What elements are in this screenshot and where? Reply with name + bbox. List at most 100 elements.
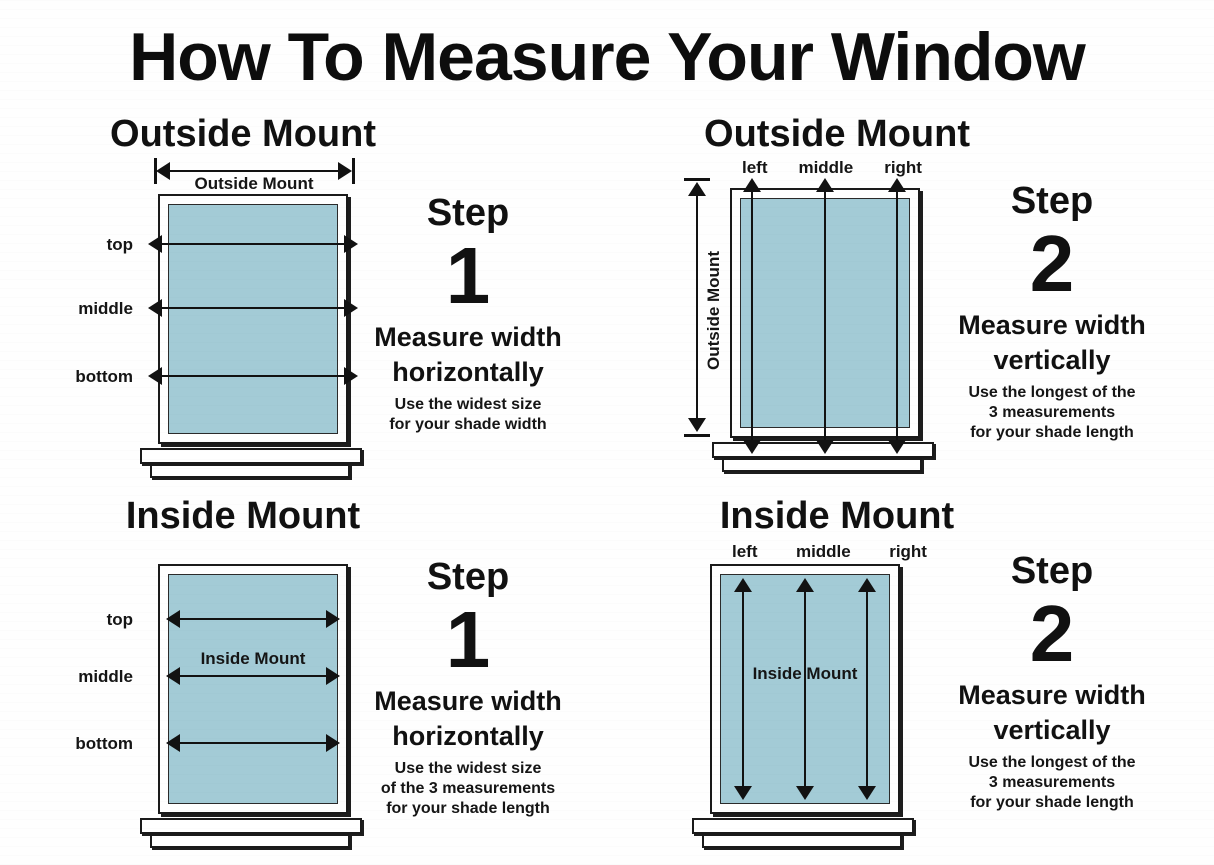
arrowhead-left [148,235,162,253]
arrowhead-right [326,610,340,628]
step-block-3: Step 1 Measure width horizontally Use th… [353,556,583,819]
panel-outside-mount-step-2: Outside Mount left middle right Outside … [672,112,1172,472]
arrowhead-up [816,178,834,192]
panel-inside-mount-step-1: Inside Mount Inside Mount top mid [75,494,578,854]
window-sill-upper [140,448,362,464]
arrowhead-up [858,578,876,592]
arrowhead-left [156,162,170,180]
window-sill-lower [150,464,350,478]
step-block-4: Step 2 Measure width vertically Use the … [937,550,1167,813]
arrow-shaft [156,374,350,378]
arrow-shaft [741,586,745,792]
measure-arrow-middle [816,178,834,454]
window-sill-lower [702,834,902,848]
step-sub-line1: Use the widest size [394,396,542,413]
arrow-shaft [895,186,899,446]
measure-arrow-bottom [148,367,358,385]
measure-arrow-middle [166,667,340,685]
step-heading-line2: vertically [993,715,1111,745]
row-label-top: top [106,235,133,254]
arrow-shaft [695,190,699,424]
outside-mount-height-arrow [688,182,706,432]
step-sub-line2: 3 measurements [988,404,1116,421]
row-label-middle: middle [78,667,133,686]
row-label-middle: middle [78,299,133,318]
dimension-label-outside-mount: Outside Mount [194,174,314,193]
arrowhead-down [743,440,761,454]
panel-outside-mount-step-1: Outside Mount Outside Mount [75,112,578,478]
column-label-left: left [742,158,768,177]
arrowhead-up [688,182,706,196]
panel-title-inside-mount-1: Inside Mount [125,495,361,537]
arrowhead-left [166,734,180,752]
step-sub-line2: 3 measurements [988,774,1116,791]
arrow-shaft [156,306,350,310]
window-sill-lower [150,834,350,848]
window-sill-upper [692,818,914,834]
arrowhead-down [734,786,752,800]
arrowhead-up [888,178,906,192]
column-label-middle: middle [798,158,854,177]
window-sill-lower [722,458,922,472]
dimension-label-inside-mount: Inside Mount [200,649,306,668]
step-heading-line2: vertically [993,345,1111,375]
panel-inside-mount-step-2: Inside Mount left middle right [672,494,1172,854]
window-glass [168,574,338,804]
window-graphic-1 [78,112,408,478]
arrowhead-left [166,667,180,685]
arrow-shaft [174,617,332,621]
measure-arrow-left [734,578,752,800]
dimension-tick-upper [684,178,710,181]
arrowhead-up [734,578,752,592]
step-block-1: Step 1 Measure width horizontally Use th… [353,192,583,435]
arrowhead-down [796,786,814,800]
page-title: How To Measure Your Window [129,19,1086,95]
measure-arrow-right [858,578,876,800]
step-word: Step [1010,180,1094,222]
step-sub-line1: Use the longest of the [968,384,1136,401]
step-word: Step [1010,550,1094,592]
step-sub-line3: for your shade length [970,794,1134,811]
arrowhead-down [688,418,706,432]
column-label-middle: middle [795,542,851,561]
arrow-shaft [164,169,344,173]
arrowhead-up [743,178,761,192]
panel-title-outside-mount-2: Outside Mount [704,113,970,155]
step-sub-line3: for your shade length [970,424,1134,441]
step-number: 1 [445,595,491,684]
step-number: 1 [445,231,491,320]
step-heading-line1: Measure width [958,310,1146,340]
window-sill-upper [140,818,362,834]
row-label-bottom: bottom [75,367,133,386]
dimension-tick-left [154,158,157,184]
measure-arrow-left [743,178,761,454]
arrow-shaft [803,586,807,792]
arrowhead-left [148,299,162,317]
column-labels: left middle right [742,158,922,178]
arrowhead-down [888,440,906,454]
step-heading-line1: Measure width [374,686,562,716]
arrowhead-right [344,299,358,317]
step-number: 2 [1029,589,1075,678]
measure-arrow-right [888,178,906,454]
measure-arrow-bottom [166,734,340,752]
step-word: Step [426,556,510,598]
arrowhead-right [326,667,340,685]
arrowhead-up [796,578,814,592]
arrowhead-left [166,610,180,628]
column-label-right: right [884,158,922,177]
row-label-bottom: bottom [75,734,133,753]
step-heading-line2: horizontally [392,721,544,751]
arrow-shaft [823,186,827,446]
step-sub-line2: of the 3 measurements [380,780,556,797]
measure-arrow-middle [796,578,814,800]
arrow-shaft [750,186,754,446]
arrowhead-right [326,734,340,752]
measure-arrow-top [148,235,358,253]
row-label-top: top [106,610,133,629]
dimension-label-inside-mount: Inside Mount [752,664,858,683]
step-sub-line1: Use the longest of the [968,754,1136,771]
arrowhead-right [338,162,352,180]
arrowhead-down [858,786,876,800]
